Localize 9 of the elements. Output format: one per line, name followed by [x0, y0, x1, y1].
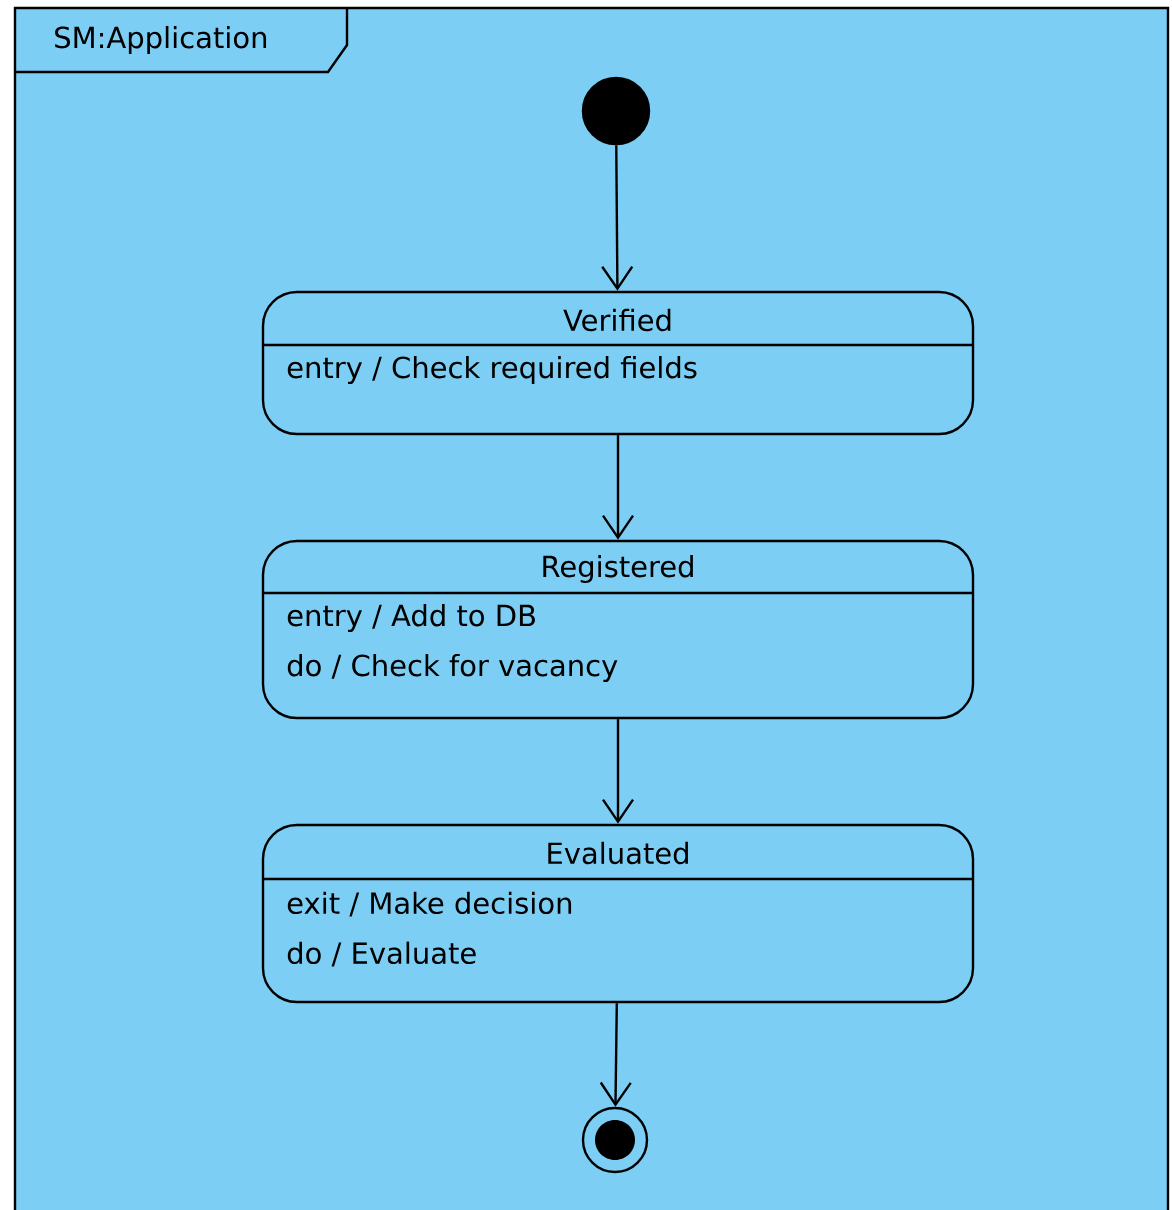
state-box: Registered entry / Add to DB do / Check for vacancy: [261, 539, 975, 720]
initial-state: [581, 76, 651, 146]
state-box: Verified entry / Check required fields: [261, 290, 975, 436]
state-box: Evaluated exit / Make decision do / Evaluate: [261, 823, 975, 1004]
arrow: [602, 719, 634, 824]
arrow: [599, 1003, 632, 1107]
final-state: [581, 1106, 649, 1174]
arrow: [601, 145, 634, 291]
arrow: [602, 435, 634, 540]
